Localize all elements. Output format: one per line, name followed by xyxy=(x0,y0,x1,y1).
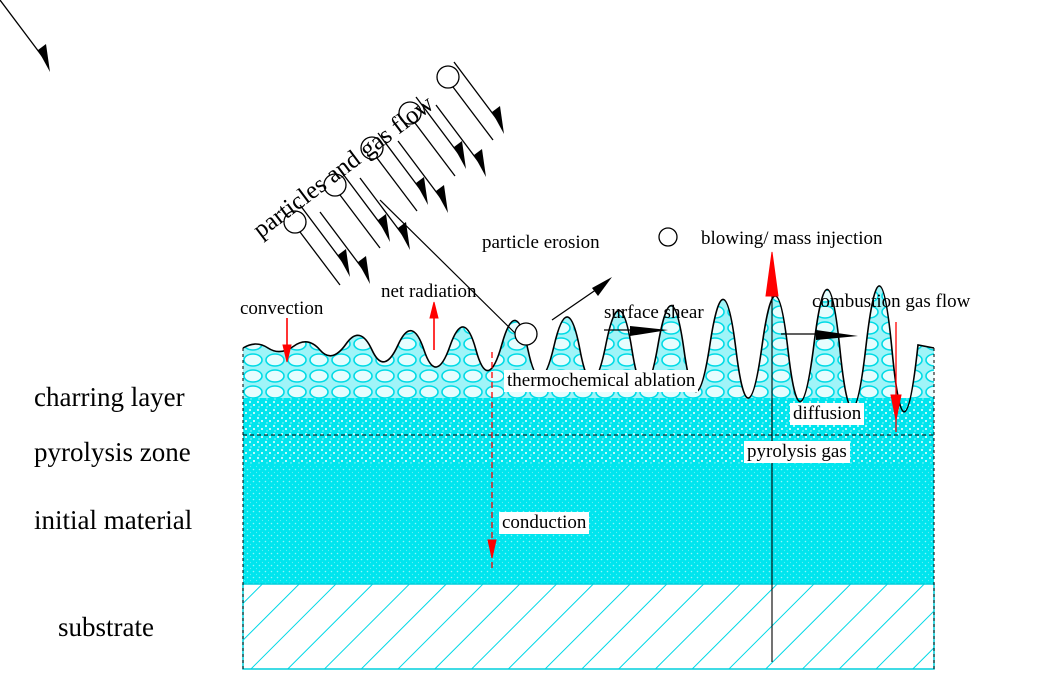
circle-icon xyxy=(398,101,422,125)
arrow-icon xyxy=(592,277,612,296)
arrow-icon xyxy=(551,286,601,321)
substrate-label: substrate xyxy=(58,612,154,642)
arrow-icon xyxy=(339,194,381,249)
arrow-icon xyxy=(376,157,418,212)
combustion-gas-flow-label: combustion gas flow xyxy=(812,291,971,312)
gas-flow-arrows xyxy=(0,0,505,285)
arrow-icon xyxy=(487,539,497,559)
diffusion-label: diffusion xyxy=(790,403,865,425)
substrate-region xyxy=(242,583,935,670)
arrow-icon xyxy=(816,330,858,340)
surface-flow-arrows xyxy=(604,326,858,340)
convection-label: convection xyxy=(240,298,324,319)
arrow-icon xyxy=(299,231,341,286)
surface-shear-label: surface shear xyxy=(604,302,704,323)
thermochemical-ablation-label: thermochemical ablation xyxy=(504,370,699,392)
arrow-icon xyxy=(765,251,779,297)
surface-outline xyxy=(242,285,935,413)
pyrolysis-zone-label: pyrolysis zone xyxy=(34,437,191,467)
arrow-icon xyxy=(630,326,668,336)
circle-icon xyxy=(436,65,460,89)
red-arrows xyxy=(282,251,902,662)
initial-material-label: initial material xyxy=(34,505,193,535)
conduction-label: conduction xyxy=(499,512,590,534)
particle-erosion-label: particle erosion xyxy=(482,232,600,253)
charring-layer-label: charring layer xyxy=(34,382,185,412)
circle-icon xyxy=(360,136,384,160)
net-radiation-label: net radiation xyxy=(381,281,477,302)
arrow-icon xyxy=(282,344,292,363)
circle-icon xyxy=(283,210,307,234)
arrow-icon xyxy=(429,301,439,319)
net-radiation-line xyxy=(379,199,521,339)
blowing-mass-injection-label: blowing/ mass injection xyxy=(701,228,883,249)
particle-erosion-group xyxy=(514,227,678,346)
arrow-icon xyxy=(890,394,902,421)
arrow-icon xyxy=(414,122,456,177)
incoming-particles xyxy=(283,65,494,286)
circle-icon xyxy=(323,173,347,197)
material-layers xyxy=(242,285,935,670)
pyrolysis-gas-label: pyrolysis gas xyxy=(744,441,850,463)
circle-icon xyxy=(514,322,538,346)
circle-icon xyxy=(658,227,678,247)
charring-layer-region xyxy=(243,285,934,412)
arrow-icon xyxy=(452,86,494,141)
arrow-icon xyxy=(0,0,50,72)
